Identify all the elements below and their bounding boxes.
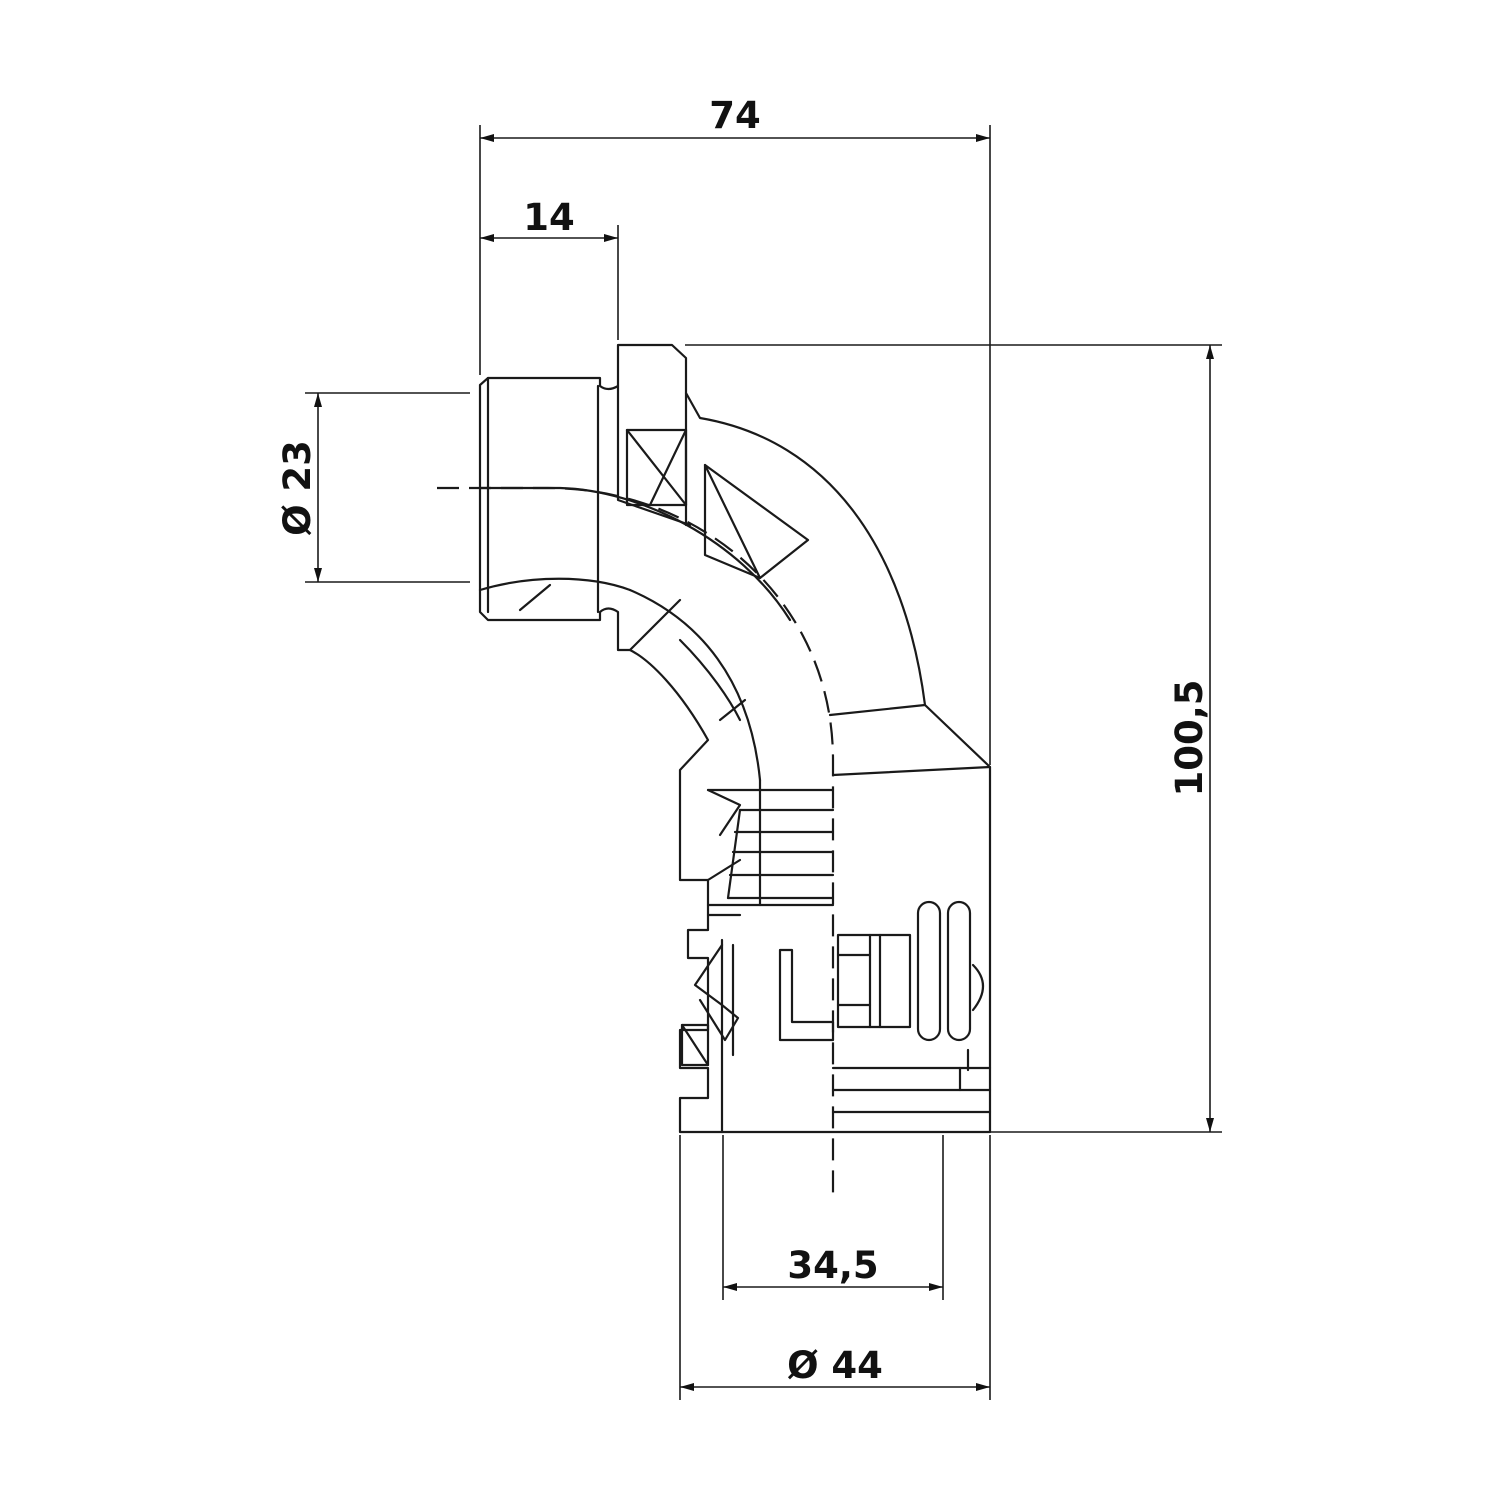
dimension-d23: Ø 23 bbox=[276, 392, 470, 583]
dim-label-100-5: 100,5 bbox=[1168, 679, 1211, 796]
dim-label-34-5: 34,5 bbox=[787, 1244, 878, 1287]
dimension-34-5: 34,5 bbox=[722, 1135, 944, 1300]
slot-oblong-1 bbox=[916, 900, 942, 1042]
clip-left bbox=[680, 943, 740, 1067]
nut-section bbox=[706, 788, 835, 917]
center-line bbox=[437, 486, 835, 1195]
dim-label-d23: Ø 23 bbox=[276, 440, 319, 536]
slot bbox=[778, 948, 835, 1042]
dim-label-74: 74 bbox=[709, 94, 761, 137]
seal-upper bbox=[625, 428, 810, 580]
dimension-14: 14 bbox=[480, 196, 619, 340]
dim-label-d44: Ø 44 bbox=[787, 1344, 883, 1387]
dimension-74: 74 bbox=[479, 94, 991, 765]
dimension-100-5: 100,5 bbox=[685, 344, 1222, 1133]
inner-bore-upper bbox=[478, 486, 792, 622]
latch-window bbox=[836, 933, 912, 1029]
outer-contour bbox=[478, 343, 992, 1134]
dim-label-14: 14 bbox=[523, 196, 575, 239]
inner-bore-lower bbox=[478, 577, 632, 592]
dimension-d44: Ø 44 bbox=[679, 1135, 991, 1400]
slot-oblong-2 bbox=[946, 900, 972, 1042]
